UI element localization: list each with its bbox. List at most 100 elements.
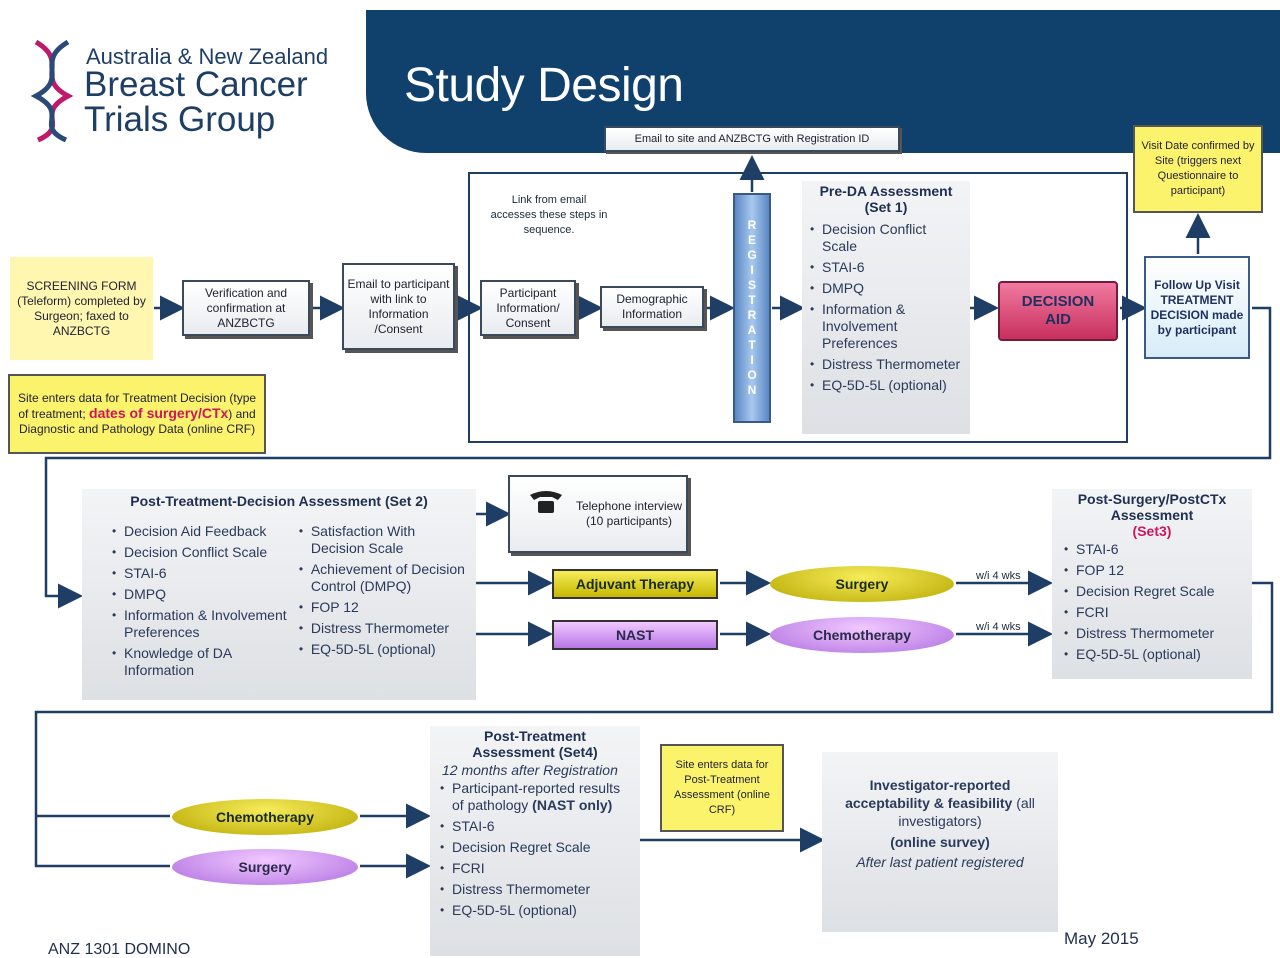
demographic-text: Demographic Information — [616, 292, 688, 321]
post-treatment-timing: 12 months after Registration — [442, 762, 618, 778]
set2-item: EQ-5D-5L (optional) — [299, 641, 468, 658]
logo-text-line2: Breast Cancer — [84, 65, 308, 104]
set2-item: Achievement of Decision Control (DMPQ) — [299, 561, 468, 595]
investigator-line2: (online survey) — [890, 834, 990, 850]
post-surgery-title: Post-Surgery/PostCTx Assessment — [1077, 491, 1227, 523]
set2-item: Distress Thermometer — [299, 620, 468, 637]
set3-item: Distress Thermometer — [1064, 625, 1240, 642]
follow-up-text: Follow Up Visit TREATMENT DECISION made … — [1150, 277, 1244, 337]
registration-text: REGISTRATION — [745, 218, 759, 398]
site-enters-highlight: dates of surgery/CTx — [89, 405, 229, 421]
participant-info-box: Participant Information/ Consent — [480, 280, 576, 336]
set4-item: EQ-5D-5L (optional) — [440, 902, 630, 919]
set3-item: FCRI — [1064, 604, 1240, 621]
pre-da-title: Pre-DA Assessment — [819, 183, 953, 199]
nast-text: NAST — [615, 627, 655, 643]
pre-da-item: STAI-6 — [810, 259, 962, 276]
investigator-line1-a: Investigator-reported acceptability & fe… — [845, 777, 1013, 811]
set2-item: Satisfaction With Decision Scale — [299, 523, 468, 557]
post-treatment-title: Post-Treatment Assessment (Set4) — [472, 728, 598, 760]
screening-form-note: SCREENING FORM (Teleform) completed by S… — [10, 257, 153, 360]
decision-aid-scroll: DECISION AID — [998, 281, 1118, 341]
visit-date-note: Visit Date confirmed by Site (triggers n… — [1133, 125, 1263, 213]
set2-item: DMPQ — [112, 586, 299, 603]
site-enters-part2: ) and Diagnostic and Pathology Data (onl… — [18, 407, 256, 436]
demographic-box: Demographic Information — [600, 286, 704, 328]
chemotherapy-pill: Chemotherapy — [770, 617, 954, 653]
site-post-treatment-text: Site enters data for Post-Treatment Asse… — [674, 759, 770, 816]
site-enters-data-text: Site enters data for Treatment Decision … — [14, 391, 260, 437]
registration-bar: REGISTRATION — [733, 193, 771, 423]
set2-item: Information & Involvement Preferences — [112, 607, 299, 641]
set2-item: Decision Aid Feedback — [112, 523, 299, 540]
registration-flow-frame — [468, 172, 1128, 443]
footer-date: May 2015 — [1064, 929, 1139, 948]
email-registration-box: Email to site and ANZBCTG with Registrat… — [604, 126, 900, 152]
set4-item: Distress Thermometer — [440, 881, 630, 898]
link-note-text: Link from email accesses these steps in … — [490, 194, 608, 236]
set3-item: Decision Regret Scale — [1064, 583, 1240, 600]
set4-item-pathology-b: (NAST only) — [532, 797, 613, 813]
logo-text-line3: Trials Group — [84, 100, 276, 139]
investigator-line1-b: (all investigators) — [898, 795, 1035, 829]
surgery-pill-row3-text: Surgery — [238, 859, 292, 875]
set4-item-pathology-a: Participant-reported results of patholog… — [452, 780, 621, 813]
set2-item: Decision Conflict Scale — [112, 544, 299, 561]
screening-form-text: SCREENING FORM (Teleform) completed by S… — [17, 278, 146, 338]
pre-da-item: Information & Involvement Preferences — [810, 301, 962, 352]
email-registration-text: Email to site and ANZBCTG with Registrat… — [634, 132, 870, 145]
surgery-pill-text: Surgery — [835, 576, 889, 592]
post-surgery-set: (Set3) — [1132, 523, 1172, 539]
pre-da-subtitle: (Set 1) — [864, 199, 908, 215]
telephone-text: Telephone interview (10 participants) — [575, 499, 683, 528]
set4-item-pathology: Participant-reported results of patholog… — [440, 780, 630, 814]
within-4-weeks-label: w/i 4 wks — [976, 570, 1021, 582]
page-title: Study Design — [404, 59, 684, 112]
follow-up-box: Follow Up Visit TREATMENT DECISION made … — [1144, 256, 1250, 359]
post-treatment-decision-panel: Post-Treatment-Decision Assessment (Set … — [82, 489, 476, 700]
site-enters-part1: Site enters data for Treatment Decision … — [17, 391, 257, 421]
pre-da-item: Decision Conflict Scale — [810, 221, 962, 255]
surgery-pill-row3: Surgery — [172, 849, 358, 885]
set2-item: FOP 12 — [299, 599, 468, 616]
footer-study-id: ANZ 1301 DOMINO — [48, 941, 191, 958]
visit-date-text: Visit Date confirmed by Site (triggers n… — [1141, 140, 1255, 197]
verification-text: Verification and confirmation at ANZBCTG — [204, 285, 288, 330]
telephone-interview-box: Telephone interview (10 participants) — [508, 475, 688, 553]
link-note: Link from email accesses these steps in … — [490, 193, 608, 238]
pre-da-item: DMPQ — [810, 280, 962, 297]
adjuvant-therapy-text: Adjuvant Therapy — [575, 576, 695, 592]
set3-item: FOP 12 — [1064, 562, 1240, 579]
set4-item: Decision Regret Scale — [440, 839, 630, 856]
chemotherapy-pill-row3-text: Chemotherapy — [215, 809, 315, 825]
participant-info-text: Participant Information/ Consent — [496, 285, 560, 330]
surgery-pill: Surgery — [770, 566, 954, 602]
chemotherapy-pill-text: Chemotherapy — [812, 627, 912, 643]
investigator-line3: After last patient registered — [856, 854, 1024, 870]
pre-da-item: Distress Thermometer — [810, 356, 962, 373]
site-post-treatment-note: Site enters data for Post-Treatment Asse… — [660, 744, 784, 832]
set4-item: FCRI — [440, 860, 630, 877]
email-participant-box: Email to participant with link to Inform… — [342, 263, 455, 350]
post-treatment-decision-title: Post-Treatment-Decision Assessment (Set … — [130, 493, 428, 509]
site-enters-data-note: Site enters data for Treatment Decision … — [8, 374, 266, 454]
investigator-panel: Investigator-reported acceptability & fe… — [822, 752, 1058, 932]
set4-item: STAI-6 — [440, 818, 630, 835]
post-surgery-panel: Post-Surgery/PostCTx Assessment (Set3) S… — [1052, 489, 1252, 679]
email-participant-text: Email to participant with link to Inform… — [347, 276, 450, 336]
set3-item: EQ-5D-5L (optional) — [1064, 646, 1240, 663]
post-treatment-panel: Post-Treatment Assessment (Set4) 12 mont… — [430, 726, 640, 956]
set2-item: STAI-6 — [112, 565, 299, 582]
within-4-weeks-label: w/i 4 wks — [976, 621, 1021, 633]
set3-item: STAI-6 — [1064, 541, 1240, 558]
verification-box: Verification and confirmation at ANZBCTG — [182, 280, 310, 336]
logo-text-line1: Australia & New Zealand — [86, 44, 329, 69]
investigator-line1: Investigator-reported acceptability & fe… — [836, 776, 1044, 830]
nast-box: NAST — [552, 620, 718, 650]
pre-da-item: EQ-5D-5L (optional) — [810, 377, 962, 394]
telephone-icon — [530, 491, 562, 513]
adjuvant-therapy-box: Adjuvant Therapy — [552, 569, 718, 599]
helix-logo-icon — [30, 39, 74, 142]
chemotherapy-pill-row3: Chemotherapy — [172, 799, 358, 835]
